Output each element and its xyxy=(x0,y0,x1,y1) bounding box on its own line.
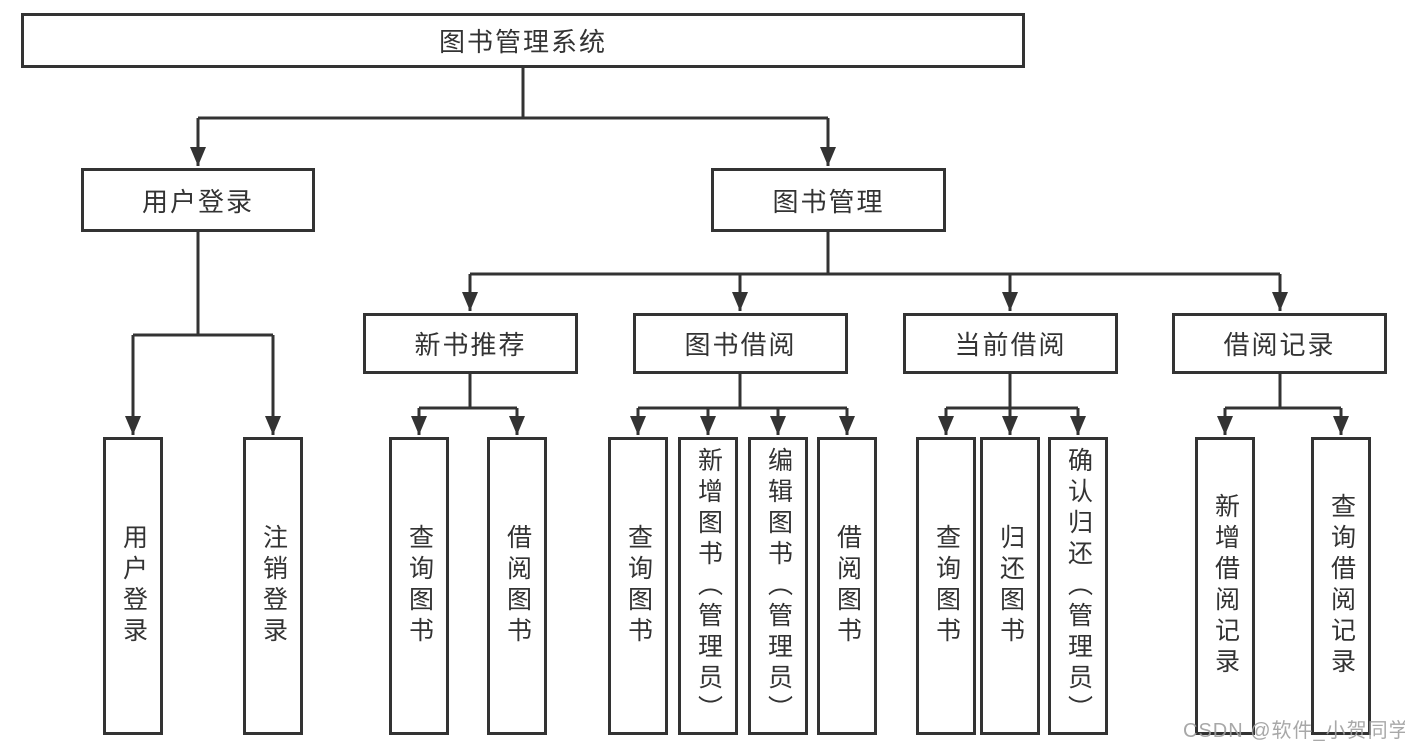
node-borrow-record: 借阅记录 xyxy=(1172,313,1387,374)
leaf-label: 确认归还（管理员） xyxy=(1064,446,1093,726)
leaf-query-book-recommend: 查询图书 xyxy=(389,437,449,735)
node-label: 当前借阅 xyxy=(954,330,1067,360)
leaf-query-borrow-record: 查询借阅记录 xyxy=(1311,437,1371,735)
leaf-label: 借阅图书 xyxy=(503,524,532,648)
node-system-root: 图书管理系统 xyxy=(21,13,1025,68)
node-book-borrow: 图书借阅 xyxy=(633,313,848,374)
node-label: 借阅记录 xyxy=(1223,330,1336,360)
connector-currentborrow-to-leaves xyxy=(938,374,1086,435)
leaf-confirm-return-admin: 确认归还（管理员） xyxy=(1048,437,1108,735)
leaf-add-book-admin: 新增图书（管理员） xyxy=(678,437,738,735)
leaf-label: 查询图书 xyxy=(932,524,961,648)
connector-bookmgmt-to-level3 xyxy=(462,232,1288,311)
node-current-borrow: 当前借阅 xyxy=(903,313,1118,374)
leaf-label: 注销登录 xyxy=(259,524,288,648)
leaf-label: 新增图书（管理员） xyxy=(694,446,723,726)
leaf-label: 新增借阅记录 xyxy=(1211,493,1240,679)
connector-bookborrow-to-leaves xyxy=(630,374,855,435)
node-new-book-recommend: 新书推荐 xyxy=(363,313,578,374)
leaf-query-book-borrow: 查询图书 xyxy=(608,437,668,735)
leaf-borrow-book-recommend: 借阅图书 xyxy=(487,437,547,735)
connector-root-to-level2 xyxy=(190,68,836,166)
leaf-label: 借阅图书 xyxy=(833,524,862,648)
connector-userlogin-to-leaves xyxy=(125,232,281,435)
leaf-label: 查询借阅记录 xyxy=(1327,493,1356,679)
leaf-return-book: 归还图书 xyxy=(980,437,1040,735)
leaf-label: 用户登录 xyxy=(119,524,148,648)
leaf-logout: 注销登录 xyxy=(243,437,303,735)
connector-newbook-to-leaves xyxy=(411,374,525,435)
leaf-label: 编辑图书（管理员） xyxy=(764,446,793,726)
node-book-management: 图书管理 xyxy=(711,168,946,232)
node-label: 新书推荐 xyxy=(414,330,527,360)
leaf-label: 查询图书 xyxy=(405,524,434,648)
leaf-edit-book-admin: 编辑图书（管理员） xyxy=(748,437,808,735)
connector-borrowrecord-to-leaves xyxy=(1217,374,1349,435)
node-user-login: 用户登录 xyxy=(81,168,315,232)
leaf-label: 查询图书 xyxy=(624,524,653,648)
node-label: 图书管理系统 xyxy=(438,27,607,57)
leaf-borrow-book: 借阅图书 xyxy=(817,437,877,735)
leaf-user-login: 用户登录 xyxy=(103,437,163,735)
leaf-query-book-current: 查询图书 xyxy=(916,437,976,735)
csdn-watermark: CSDN @软件_小贺同学 xyxy=(1183,720,1405,742)
node-label: 图书借阅 xyxy=(684,330,797,360)
node-label: 图书管理 xyxy=(772,186,885,217)
leaf-add-borrow-record: 新增借阅记录 xyxy=(1195,437,1255,735)
leaf-label: 归还图书 xyxy=(996,524,1025,648)
node-label: 用户登录 xyxy=(141,186,254,217)
